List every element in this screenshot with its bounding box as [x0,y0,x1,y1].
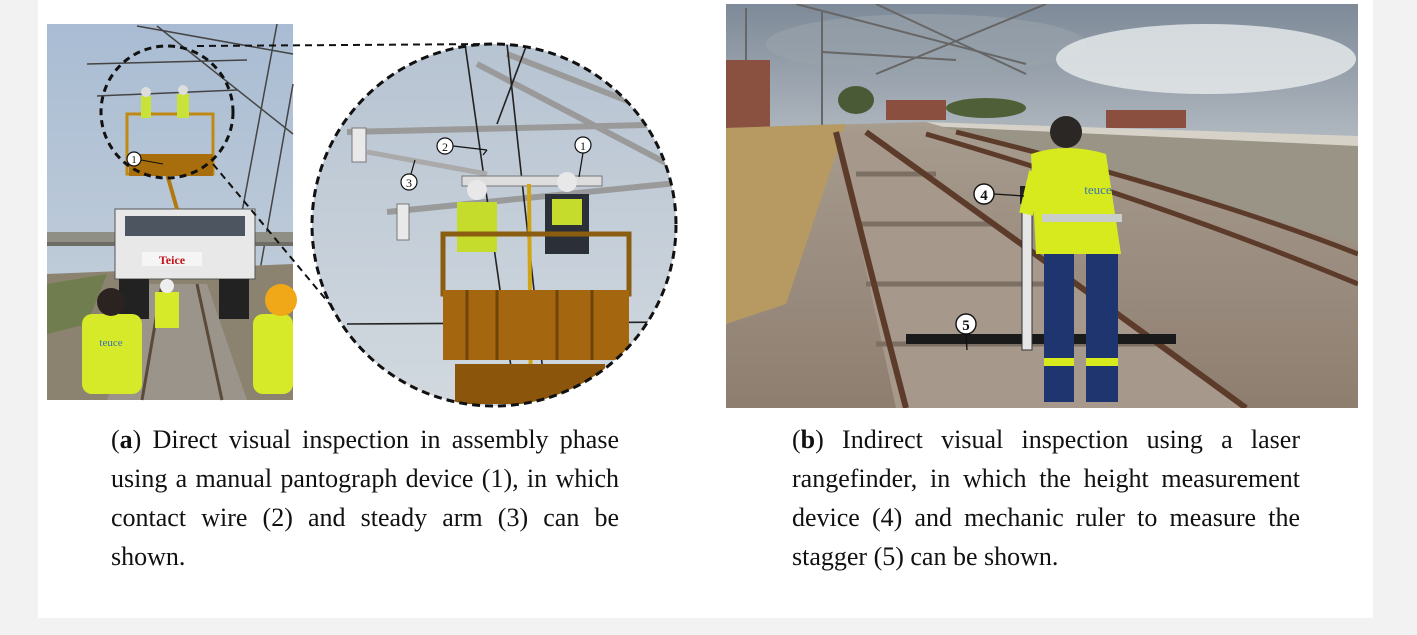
marker-1-large: 1 [574,136,592,178]
zoom-region-outline [99,44,235,180]
svg-text:4: 4 [980,188,988,204]
figure-b-photo: teuce 4 5 [726,4,1358,408]
caption-b: (b) Indirect visual inspection using a l… [792,425,1300,571]
svg-text:2: 2 [442,140,448,154]
svg-text:1: 1 [131,154,137,166]
marker-4: 4 [973,183,1025,205]
svg-text:1: 1 [580,139,586,153]
vest-logo-text-b: teuce [1084,182,1112,197]
svg-text:5: 5 [962,318,970,334]
figure-a-photo: Teice teuce 1 [47,24,678,408]
vest-logo-text: teuce [99,337,122,349]
marker-5: 5 [955,313,977,351]
zoomed-detail-photo [312,44,676,406]
stagger-ruler [906,334,1176,344]
left-photo: Teice teuce 1 [47,24,297,401]
caption-b-label: b [800,425,816,454]
marker-3: 3 [400,159,418,191]
caption-a-label: a [119,425,133,454]
marker-2: 2 [436,137,488,156]
caption-a-text: Direct visual inspection in assembly pha… [111,425,619,571]
marker-1-small: 1 [126,151,164,167]
truck-logo-text: Teice [159,253,186,267]
zoom-connector-top [196,43,495,47]
zoom-circle-outline [310,42,678,408]
worker-figure-b: teuce [1019,116,1122,402]
caption-b-text: Indirect visual inspection using a laser… [792,425,1300,571]
svg-text:3: 3 [406,176,412,190]
caption-a: (a) Direct visual inspection in assembly… [111,425,619,571]
